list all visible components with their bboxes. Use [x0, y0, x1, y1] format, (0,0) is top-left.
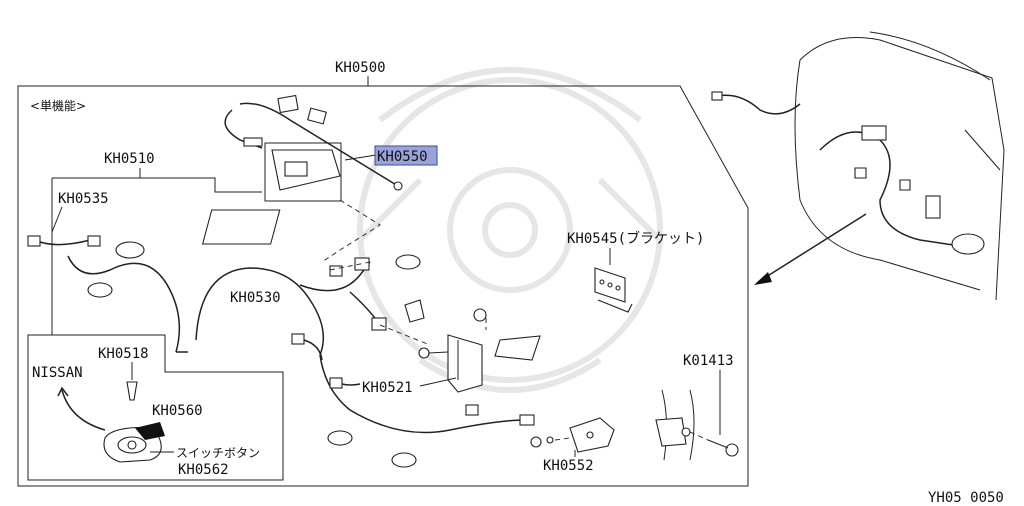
frame-kh0510 — [51, 168, 262, 335]
label-kh0560[interactable]: KH0560 — [152, 403, 203, 419]
part-kh0530-harness — [195, 254, 535, 468]
pointer-arrow — [757, 213, 867, 283]
part-kh0552 — [530, 417, 615, 453]
inset-frame — [27, 334, 284, 481]
label-k01413[interactable]: K01413 — [683, 353, 734, 369]
label-kh0518[interactable]: KH0518 — [98, 346, 149, 362]
part-kh0518-screw — [126, 381, 138, 401]
label-kh0521[interactable]: KH0521 — [362, 380, 413, 396]
main-frame — [17, 85, 749, 487]
label-switch-button: スイッチボタン — [176, 446, 260, 460]
label-kh0530[interactable]: KH0530 — [230, 290, 281, 306]
part-kh0535-harness — [27, 235, 188, 353]
label-kh0550[interactable]: KH0550 — [377, 149, 428, 165]
nissan-arrow — [61, 389, 106, 431]
label-single-function: <単機能> — [30, 98, 86, 113]
label-kh0500[interactable]: KH0500 — [335, 60, 386, 76]
label-kh0535[interactable]: KH0535 — [58, 191, 109, 207]
label-kh0562[interactable]: KH0562 — [178, 462, 229, 478]
part-kh0521 — [418, 308, 541, 393]
label-kh0552[interactable]: KH0552 — [543, 458, 594, 474]
part-k01413-door-panel — [655, 389, 739, 461]
vehicle-door-outline — [711, 31, 1005, 301]
label-kh0510[interactable]: KH0510 — [104, 151, 155, 167]
part-kh0550-unit — [201, 94, 403, 245]
part-kh0545-bracket — [594, 267, 633, 313]
part-kh0560-key-fob — [103, 422, 165, 463]
diagram-code: YH05 0050 — [928, 490, 1004, 506]
kh0550-highlight — [374, 145, 438, 166]
label-nissan[interactable]: NISSAN — [32, 365, 83, 381]
watermark-emblem — [357, 67, 663, 393]
label-kh0545[interactable]: KH0545(ブラケット) — [567, 230, 704, 247]
